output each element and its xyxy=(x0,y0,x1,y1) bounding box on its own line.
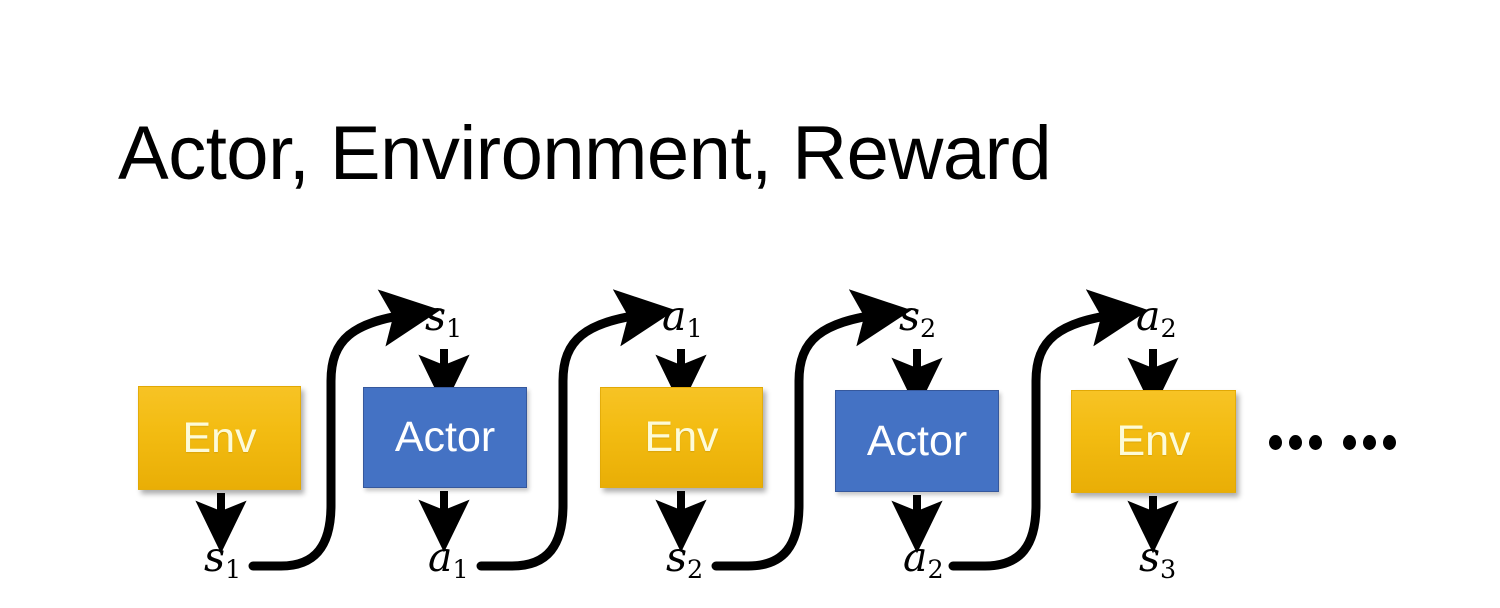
symbol: a xyxy=(662,292,687,340)
symbol: s xyxy=(204,533,226,581)
node-env-3[interactable]: Env xyxy=(1071,390,1236,493)
subscript: 1 xyxy=(225,554,242,585)
curve-s2-feedback xyxy=(711,289,912,571)
label-top-action-1: a1 xyxy=(662,296,703,342)
node-label: Env xyxy=(1116,417,1191,465)
node-actor-2[interactable]: Actor xyxy=(835,390,999,492)
label-top-action-2: a2 xyxy=(1136,296,1177,342)
label-top-state-1: s1 xyxy=(425,296,462,342)
symbol: a xyxy=(1136,292,1161,340)
subscript: 1 xyxy=(686,313,703,344)
symbol: a xyxy=(428,533,453,581)
symbol: s xyxy=(425,292,447,340)
node-actor-1[interactable]: Actor xyxy=(363,387,527,488)
subscript: 3 xyxy=(1160,554,1177,585)
symbol: s xyxy=(666,533,688,581)
curve-a2-feedback xyxy=(948,289,1149,571)
ellipsis-dot xyxy=(1289,435,1302,450)
symbol: s xyxy=(1139,533,1161,581)
subscript: 2 xyxy=(1160,313,1177,344)
ellipsis-dot xyxy=(1363,435,1376,450)
ellipsis-dot xyxy=(1383,435,1396,450)
label-bottom-state-3: s3 xyxy=(1139,537,1176,583)
ellipsis-gap xyxy=(1329,442,1336,443)
node-label: Env xyxy=(644,413,719,461)
node-label: Actor xyxy=(866,416,968,465)
subscript: 1 xyxy=(452,554,469,585)
ellipsis-dot xyxy=(1343,435,1356,450)
sequence-ellipsis xyxy=(1269,435,1396,450)
curve-s1-feedback xyxy=(248,289,441,571)
subscript: 2 xyxy=(920,313,937,344)
curve-a1-feedback xyxy=(476,289,676,571)
page-title: Actor, Environment, Reward xyxy=(118,111,1052,196)
ellipsis-dot xyxy=(1309,435,1322,450)
label-top-state-2: s2 xyxy=(899,296,936,342)
subscript: 2 xyxy=(927,554,944,585)
label-bottom-state-1: s1 xyxy=(204,537,241,583)
node-env-2[interactable]: Env xyxy=(600,387,763,488)
subscript: 2 xyxy=(687,554,704,585)
node-label: Env xyxy=(182,413,257,462)
symbol: a xyxy=(903,533,928,581)
label-bottom-state-2: s2 xyxy=(666,537,703,583)
subscript: 1 xyxy=(446,313,463,344)
label-bottom-action-1: a1 xyxy=(428,537,469,583)
label-bottom-action-2: a2 xyxy=(903,537,944,583)
ellipsis-dot xyxy=(1269,435,1282,450)
node-label: Actor xyxy=(394,413,496,461)
node-env-1[interactable]: Env xyxy=(138,386,301,490)
symbol: s xyxy=(899,292,921,340)
